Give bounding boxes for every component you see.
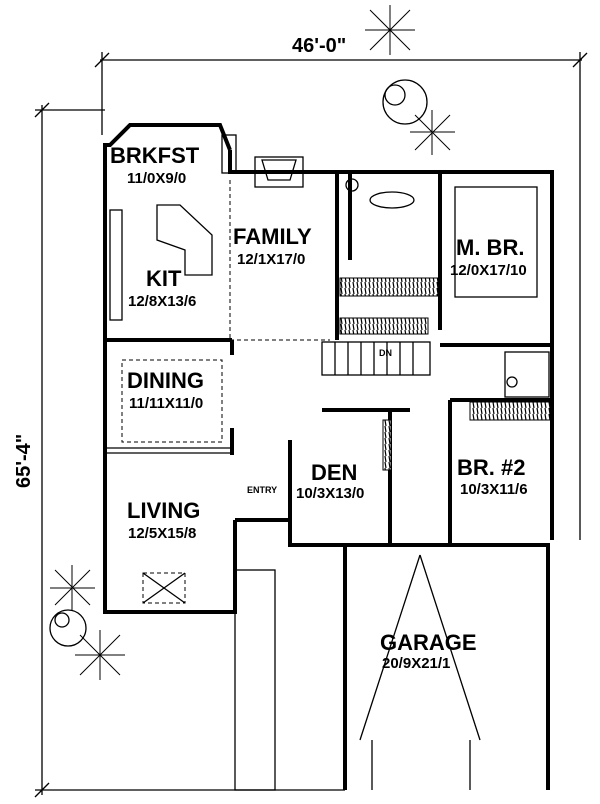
tree-icon [49, 565, 125, 680]
exterior-walls [103, 123, 554, 790]
master-bedroom-label: M. BR. [456, 235, 524, 260]
depth-dimension: 65'-4" [13, 102, 345, 798]
depth-label: 65'-4" [13, 434, 35, 488]
dining-size: 11/11X11/0 [129, 395, 203, 412]
bedroom2-label: BR. #2 [457, 455, 525, 480]
family-size: 12/1X17/0 [237, 251, 305, 268]
stairs: DN [321, 341, 431, 376]
breakfast-size: 11/0X9/0 [127, 170, 186, 187]
den-label: DEN [311, 460, 357, 485]
tree-icon [365, 5, 455, 155]
interior-walls [105, 172, 552, 604]
kitchen-label: KIT [146, 266, 182, 291]
garage-label: GARAGE [380, 630, 477, 655]
width-label: 46'-0" [292, 35, 346, 57]
den-size: 10/3X13/0 [296, 485, 364, 502]
breakfast-label: BRKFST [110, 143, 200, 168]
dining-label: DINING [127, 368, 204, 393]
garage-size: 20/9X21/1 [382, 655, 450, 672]
master-bedroom-size: 12/0X17/10 [450, 262, 527, 279]
living-size: 12/5X15/8 [128, 525, 196, 542]
garage-roof-lines [234, 554, 481, 791]
width-dimension: 46'-0" [94, 35, 588, 540]
bedroom2-size: 10/3X11/6 [460, 481, 528, 498]
entry-label: ENTRY [247, 485, 277, 495]
living-label: LIVING [127, 498, 200, 523]
stairs-down-label: DN [379, 348, 392, 358]
kitchen-size: 12/8X13/6 [128, 293, 196, 310]
family-label: FAMILY [233, 224, 312, 249]
